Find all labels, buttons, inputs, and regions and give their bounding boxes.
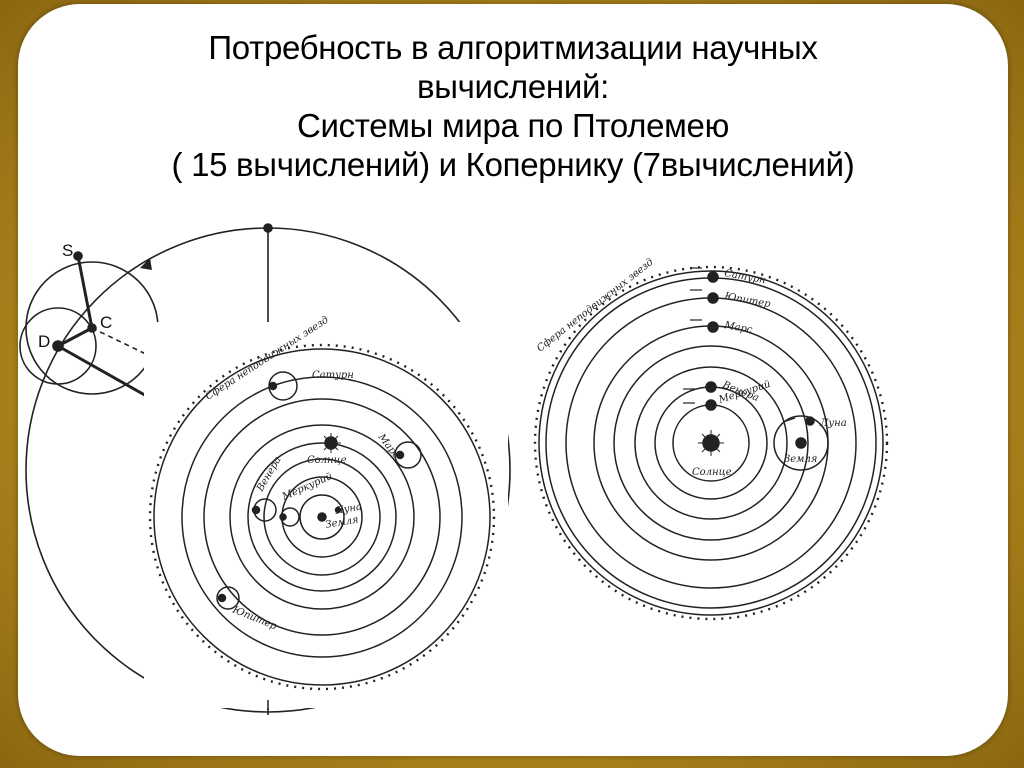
ptolemy-label-sun: Солнце <box>307 455 347 466</box>
planet-jupiter-dot <box>217 593 227 603</box>
title-line-1: Потребность в алгоритмизации научных <box>208 29 818 66</box>
planet-venus-dot <box>251 505 261 515</box>
cop-moon-dot <box>805 416 815 426</box>
cop-label-mars: Марс <box>722 320 753 336</box>
label-d: D <box>38 332 50 351</box>
world-systems-illustration: S C D <box>19 223 889 715</box>
cop-earth-dot <box>795 437 807 449</box>
planet-saturn-dot <box>268 381 278 391</box>
copernicus-sphere-label: Сфера неподвижных звезд <box>535 257 656 355</box>
cop-mars-dot <box>707 321 719 333</box>
title-line-2: вычислений: <box>417 68 609 105</box>
title-line-4: ( 15 вычислений) и Копернику (7вычислени… <box>171 146 855 183</box>
cop-jupiter-dot <box>707 292 719 304</box>
cop-label-saturn: Сатурн <box>723 268 766 286</box>
label-s: S <box>62 241 73 260</box>
slide-title: Потребность в алгоритмизации научных выч… <box>58 28 968 184</box>
ptolemy-orbit-moon <box>299 494 345 540</box>
ptolemy-star-sphere-dots <box>148 343 496 691</box>
cop-venus-dot <box>705 381 717 393</box>
cop-saturn-dot <box>707 271 719 283</box>
ptolemy-label-saturn: Сатурн <box>312 370 354 381</box>
cop-label-sun: Солнце <box>692 467 732 478</box>
top-point-dot <box>263 223 273 233</box>
epicycle-mars <box>394 441 422 469</box>
ptolemy-orbit-mars <box>229 424 415 610</box>
moon-dot <box>334 506 342 514</box>
copernicus-orbit-extra <box>634 366 788 520</box>
point-d-dot <box>52 340 64 352</box>
dashed-line <box>91 327 151 357</box>
title-line-3: Системы мира по Птолемею <box>296 107 730 144</box>
arrow-mark <box>140 258 152 270</box>
radius-d-out <box>57 344 151 400</box>
point-c-dot <box>87 323 97 333</box>
planet-mars-dot <box>395 450 405 460</box>
motion-arrows <box>683 267 796 423</box>
label-c: C <box>100 313 112 332</box>
cop-label-jupiter: Юпитер <box>722 291 771 310</box>
ptolemy-diagram <box>148 343 496 710</box>
ptolemy-orbit-saturn <box>181 376 463 658</box>
cop-sun-rays <box>698 430 724 456</box>
copernicus-star-sphere-dots <box>533 265 889 621</box>
earth-dot <box>317 512 327 522</box>
radius-s-c <box>76 255 94 329</box>
copernicus-orbit-earth <box>613 345 809 541</box>
ptolemy-orbit-venus <box>263 458 381 576</box>
point-s-dot <box>73 251 83 261</box>
epicycle-diagram <box>19 223 511 715</box>
ptolemy-star-sphere <box>153 348 491 686</box>
epicycle-jupiter <box>216 586 240 610</box>
ptolemy-label-moon: Луна <box>334 501 363 517</box>
ptolemy-orbit-jupiter <box>203 398 441 636</box>
cop-mercury-dot <box>705 399 717 411</box>
planet-mercury-dot <box>279 513 287 521</box>
small-epicycle-circle <box>19 307 97 385</box>
copernicus-diagram <box>533 265 889 621</box>
cop-label-earth: Земля <box>784 454 817 465</box>
cop-label-moon: Луна <box>819 418 847 429</box>
sun-rays <box>321 433 341 453</box>
copernicus-moon-orbit <box>773 415 829 471</box>
radius-c-d <box>57 326 93 348</box>
copernicus-star-sphere <box>538 270 884 616</box>
slide: Потребность в алгоритмизации научных выч… <box>18 4 1008 756</box>
